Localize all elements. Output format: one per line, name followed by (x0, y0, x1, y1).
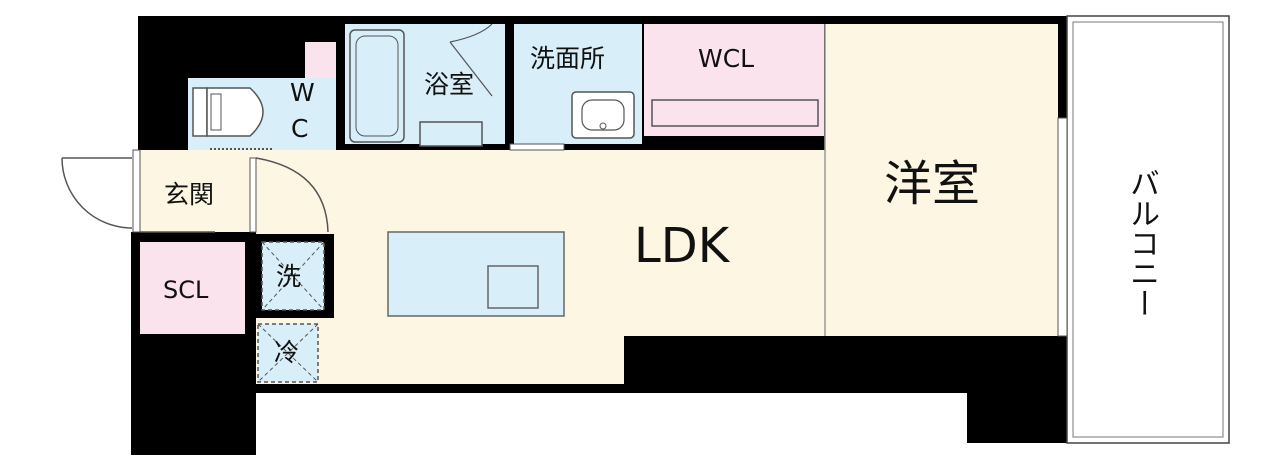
bathroom-label: 浴室 (424, 70, 475, 99)
vanity-drain (599, 122, 607, 130)
fridge-area (257, 323, 319, 383)
washroom-door (509, 143, 565, 151)
balcony (1066, 15, 1230, 444)
wcl-shelf (651, 99, 819, 127)
shoe-closet (140, 242, 245, 334)
kitchen-sink (487, 265, 539, 309)
toilet-tank-inner (210, 93, 222, 131)
balcony-rail (1072, 21, 1224, 438)
bath-door-line (449, 41, 493, 97)
entrance-door-swing (61, 157, 133, 229)
wc-label-w: W (290, 78, 315, 107)
fridge-label: 冷 (274, 338, 300, 367)
western-room-label: 洋室 (884, 156, 981, 212)
entrance-frame (132, 149, 141, 233)
wcl-label: WCL (698, 44, 755, 73)
washroom-label: 洗面所 (530, 44, 606, 73)
vanity-basin (581, 99, 625, 131)
entrance-floor (140, 150, 256, 232)
hall-door-swing (255, 157, 329, 233)
wc-label-c: C (291, 114, 309, 143)
balcony-label: バルコニー (1124, 168, 1159, 318)
washer-cross-1 (261, 241, 325, 311)
washer-cross-2 (261, 241, 325, 311)
ldk-label: LDK (634, 218, 730, 274)
washer-label: 洗 (276, 262, 302, 291)
bath-door-swing (449, 23, 493, 43)
entrance-label: 玄関 (164, 180, 215, 209)
toilet-closet (305, 42, 336, 78)
bath-step (419, 121, 483, 147)
bathtub-inner (355, 35, 399, 137)
hall-door-leaf (249, 157, 257, 233)
toilet-tank (192, 87, 208, 137)
shoe-closet-label: SCL (163, 276, 209, 304)
balcony-window (1057, 117, 1068, 337)
